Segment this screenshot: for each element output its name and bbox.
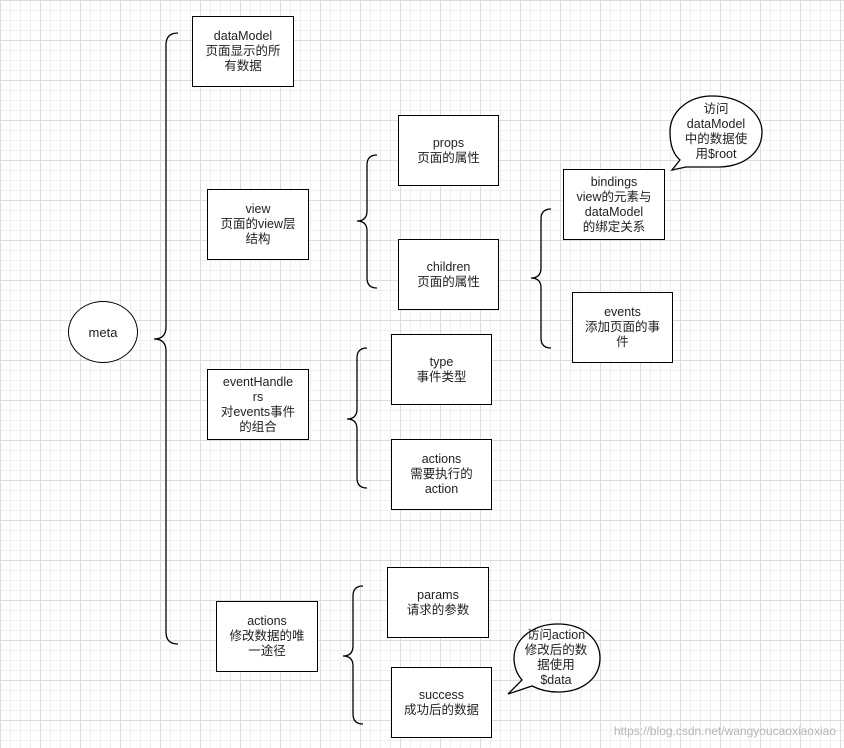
callout-root-text: 访问 dataModel 中的数据使 用$root (672, 100, 760, 164)
bindings-desc-1: view的元素与 (576, 189, 652, 204)
events-node: events 添加页面的事 件 (572, 292, 673, 363)
children-node: children 页面的属性 (398, 239, 499, 310)
actions-desc-1: 修改数据的唯 (229, 629, 305, 643)
events-title: events (604, 305, 641, 319)
callout-action-line-2: 修改后的数 (524, 643, 588, 657)
datamodel-desc-1: 页面显示的所 (205, 44, 281, 58)
bindings-node: bindings view的元素与 dataModel 的绑定关系 (563, 169, 665, 240)
children-desc: 页面的属性 (417, 274, 480, 289)
actions-desc-2: 一途径 (248, 644, 286, 658)
actions-child-title: actions (421, 452, 462, 466)
success-title: success (418, 687, 465, 702)
callout-action-text: 访问action 修改后的数 据使用 $data (514, 627, 598, 689)
props-node: props 页面的属性 (398, 115, 499, 186)
datamodel-node: dataModel 页面显示的所 有数据 (192, 16, 294, 87)
eventhandlers-desc-1: 对events事件 (220, 404, 296, 419)
type-desc: 事件类型 (416, 369, 467, 384)
meta-label: meta (88, 324, 118, 340)
bindings-desc-2: dataModel (584, 204, 644, 219)
callout-action-line-1: 访问action (526, 628, 586, 642)
view-desc-1: 页面的view层 (220, 217, 296, 231)
params-node: params 请求的参数 (387, 567, 489, 638)
eventhandlers-title-2: rs (252, 389, 264, 404)
props-title: props (432, 135, 465, 150)
callout-bubble-root (669, 95, 763, 172)
callout-action-line-4: $data (540, 673, 572, 687)
watermark: https://blog.csdn.net/wangyoucaoxiaoxiao (613, 724, 836, 738)
meta-root-node: meta (68, 301, 138, 363)
eventhandlers-node: eventHandle rs 对events事件 的组合 (207, 369, 309, 440)
eventhandlers-title-1: eventHandle (222, 374, 294, 389)
datamodel-title: dataModel (213, 29, 273, 43)
callout-bubble-action (507, 623, 601, 695)
type-title: type (429, 354, 454, 369)
type-node: type 事件类型 (391, 334, 492, 405)
callout-root-line-3: 中的数据使 (684, 132, 748, 146)
actions-node: actions 修改数据的唯 一途径 (216, 601, 318, 672)
params-title: params (417, 587, 459, 602)
bindings-desc-3: 的绑定关系 (582, 219, 646, 234)
actions-title: actions (247, 614, 287, 628)
bindings-title: bindings (590, 174, 638, 189)
callout-root-line-2: dataModel (686, 117, 746, 131)
brace-view (356, 154, 378, 289)
callout-root-line-1: 访问 (703, 102, 729, 116)
events-desc-2: 件 (616, 335, 629, 349)
props-desc: 页面的属性 (417, 150, 480, 165)
callout-root-line-4: 用$root (695, 147, 737, 161)
brace-meta (153, 32, 179, 645)
brace-children (530, 208, 552, 349)
view-title: view (245, 202, 271, 216)
eventhandlers-desc-2: 的组合 (239, 419, 277, 434)
view-desc-2: 结构 (245, 232, 271, 246)
brace-actions (342, 585, 364, 725)
success-node: success 成功后的数据 (391, 667, 492, 738)
success-desc: 成功后的数据 (403, 702, 479, 717)
callout-action-line-3: 据使用 (537, 658, 575, 672)
actions-child-desc-2: action (424, 482, 459, 496)
params-desc: 请求的参数 (406, 602, 470, 617)
actions-child-desc-1: 需要执行的 (410, 467, 473, 481)
actions-child-node: actions 需要执行的 action (391, 439, 492, 510)
datamodel-desc-2: 有数据 (224, 59, 262, 73)
brace-eventhandlers (346, 347, 368, 489)
view-node: view 页面的view层 结构 (207, 189, 309, 260)
events-desc-1: 添加页面的事 (584, 320, 660, 334)
children-title: children (426, 259, 471, 274)
